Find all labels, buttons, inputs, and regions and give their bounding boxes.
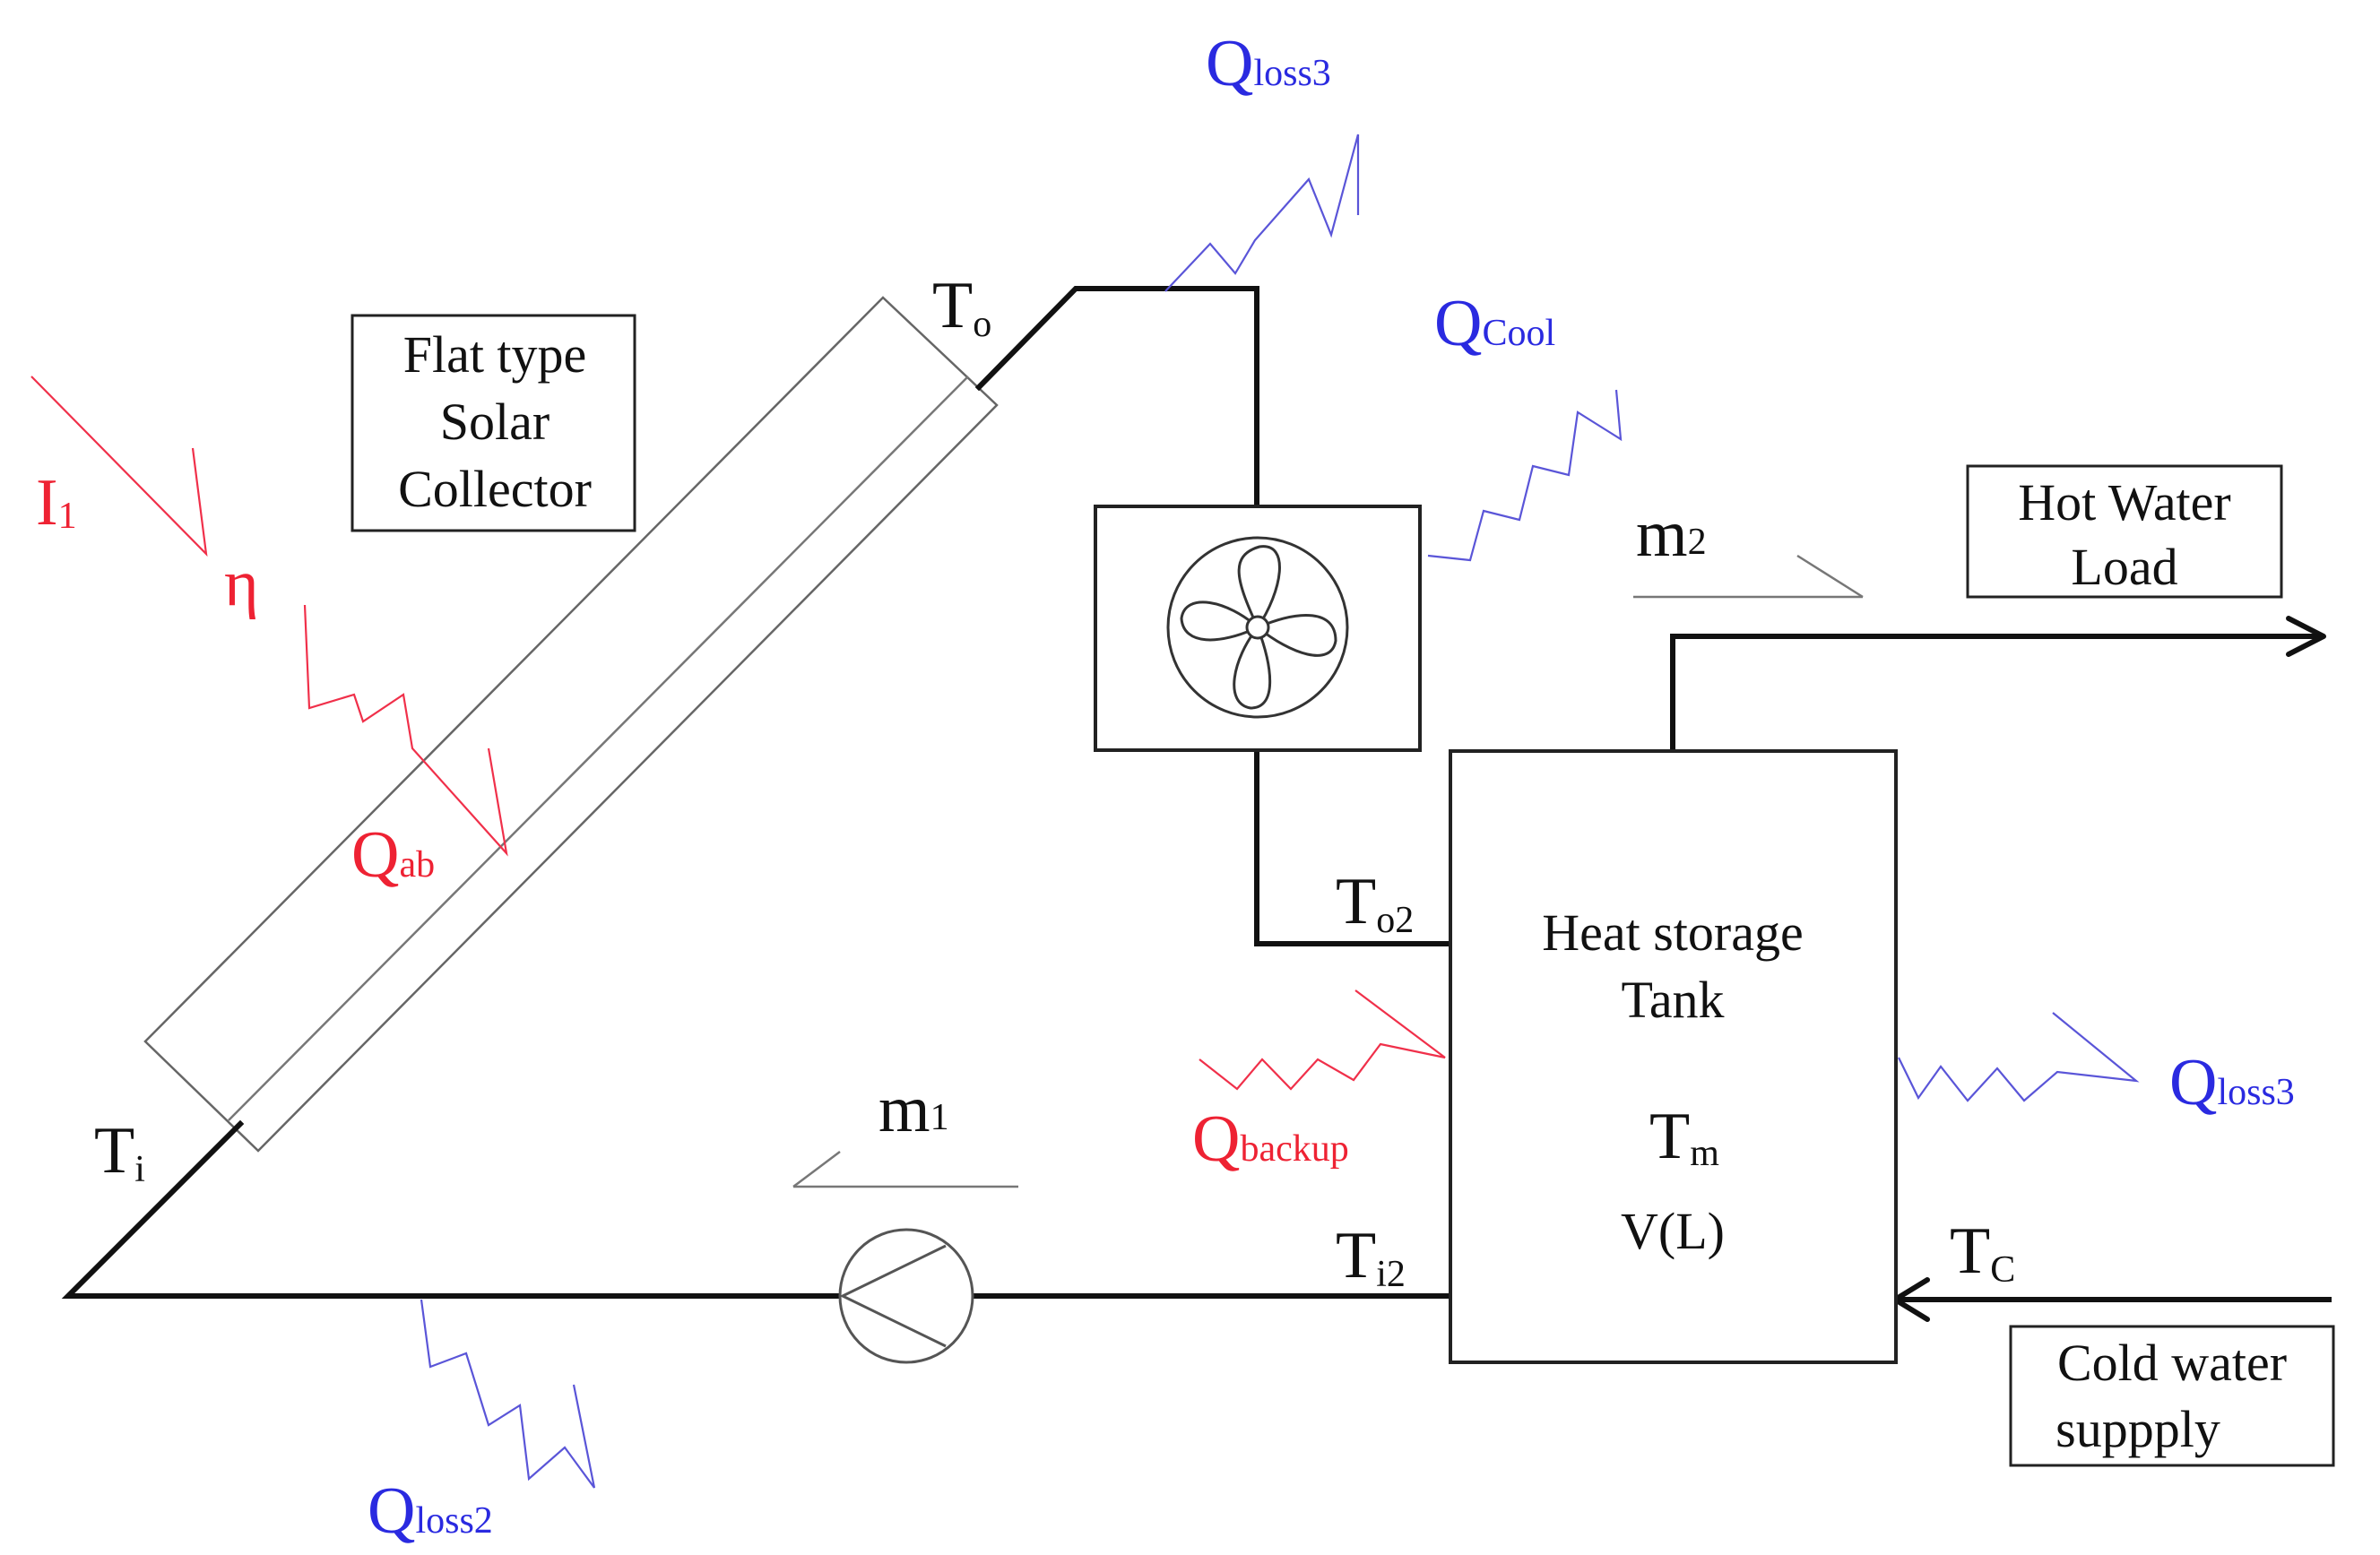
label-Q-cool: QCool bbox=[1434, 287, 1555, 360]
fan-hub-icon bbox=[1245, 615, 1270, 640]
label-T-o2: To2 bbox=[1336, 865, 1414, 941]
pipe-hot-water-out bbox=[1670, 634, 2324, 754]
hot-water-label-line1: Hot Water bbox=[2018, 473, 2230, 531]
tank-volume: V(L) bbox=[1621, 1202, 1725, 1260]
backup-heat-ray bbox=[1199, 989, 1446, 1091]
pipe-collector-outlet bbox=[974, 286, 1259, 505]
solar-collector-panel bbox=[143, 296, 999, 1153]
collector-label-box bbox=[351, 314, 636, 532]
cold-water-label-line2: suppply bbox=[2055, 1400, 2220, 1458]
label-Q-backup: Qbackup bbox=[1192, 1102, 1349, 1176]
collector-label-line3: Collector bbox=[398, 460, 592, 518]
label-T-C: TC bbox=[1950, 1214, 2015, 1291]
irradiance-ray bbox=[30, 376, 208, 557]
hot-water-label-line2: Load bbox=[2071, 538, 2177, 596]
pipe-network bbox=[61, 286, 2332, 1322]
label-m1: m1 bbox=[878, 1073, 949, 1146]
cold-water-label-line1: Cold water bbox=[2057, 1334, 2287, 1392]
cold-water-label-box bbox=[2009, 1325, 2335, 1467]
label-efficiency: η bbox=[224, 547, 259, 620]
label-Q-loss3-right: Qloss3 bbox=[2169, 1046, 2295, 1119]
tank-temperature: Tm bbox=[1649, 1100, 1719, 1174]
pipe-pump-to-collector bbox=[61, 1119, 843, 1299]
m2-arrow-head bbox=[1796, 554, 1864, 599]
cooling-fan-unit bbox=[1094, 505, 1422, 752]
tank-label-line2: Tank bbox=[1621, 971, 1724, 1029]
label-m2: m2 bbox=[1636, 497, 1707, 571]
collector-label-line1: Flat type bbox=[403, 325, 587, 384]
hot-water-label-box bbox=[1966, 464, 2283, 599]
collector-label-line2: Solar bbox=[440, 393, 550, 451]
collector-inner-line bbox=[228, 376, 969, 1121]
fan-icon bbox=[1166, 536, 1349, 719]
pump-icon bbox=[838, 1228, 974, 1364]
loss3-right-ray bbox=[1898, 1012, 2140, 1102]
m1-arrow-head bbox=[792, 1151, 841, 1188]
loss3-top-ray bbox=[1164, 134, 1360, 292]
hot-water-arrowhead bbox=[2286, 616, 2326, 657]
label-Q-loss3-top: Qloss3 bbox=[1206, 27, 1331, 100]
cool-ray bbox=[1427, 389, 1623, 562]
label-T-i2: Ti2 bbox=[1336, 1219, 1406, 1295]
label-irradiance: I1 bbox=[36, 466, 77, 540]
label-T-o: To bbox=[932, 269, 991, 345]
fan-blades-icon bbox=[1180, 545, 1337, 710]
label-Q-loss2: Qloss2 bbox=[368, 1474, 493, 1548]
pipe-to-tank bbox=[1254, 747, 1453, 946]
heat-storage-tank bbox=[1449, 749, 1898, 1364]
label-Q-ab: Qab bbox=[351, 818, 435, 892]
label-T-i: Ti bbox=[94, 1114, 145, 1190]
loss2-ray bbox=[420, 1299, 596, 1489]
tank-label-line1: Heat storage bbox=[1542, 903, 1803, 962]
absorbed-heat-ray bbox=[303, 604, 508, 857]
